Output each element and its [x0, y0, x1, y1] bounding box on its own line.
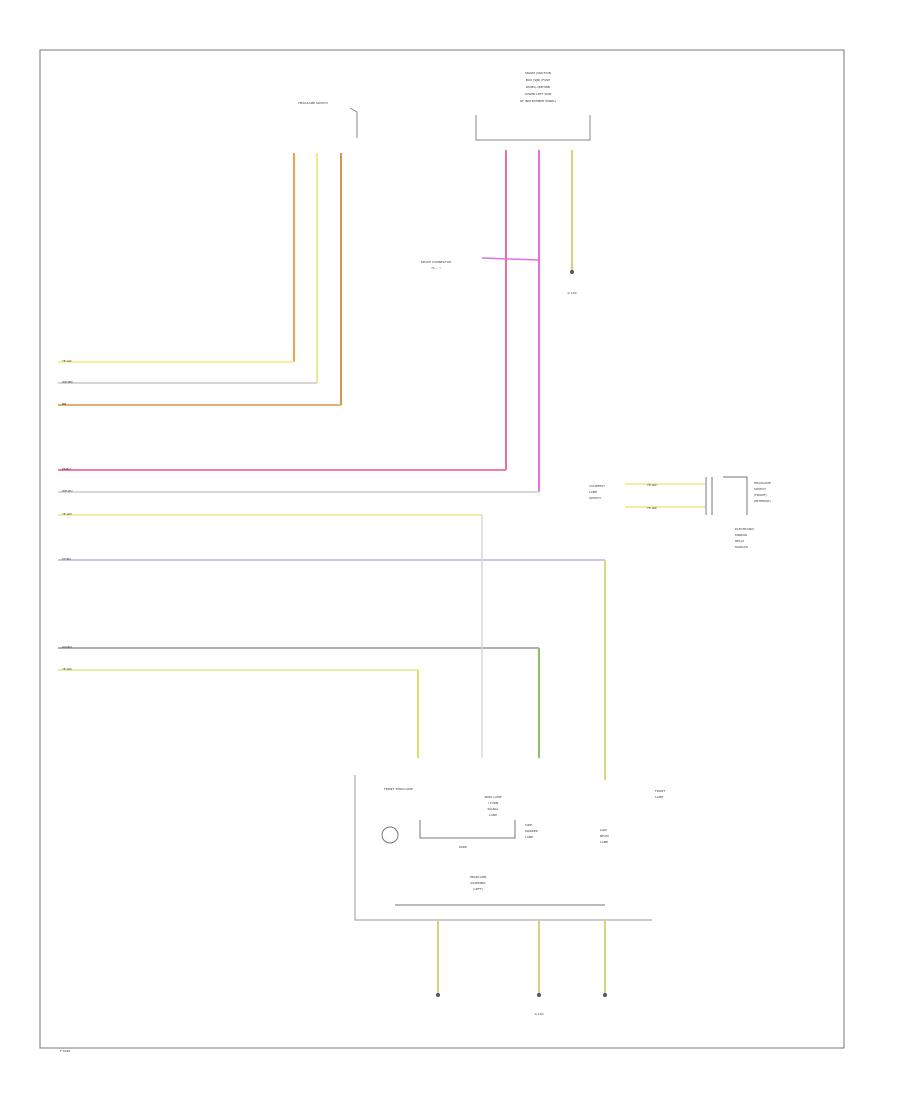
left-wire-label-8: GN-BU — [62, 645, 72, 649]
mirror-relay-3: RELAY — [735, 539, 745, 543]
mirror-relay-2: MIRROR — [735, 533, 747, 537]
front-lamp-title-1: FRONT — [655, 789, 665, 793]
low-beam-3: LAMP — [600, 840, 608, 844]
side-marker-3: LAMP — [525, 835, 533, 839]
headlamp-switch-right-2: SWITCH — [754, 487, 766, 491]
control-module: SMART JUNCTION BOX (SJB) (FUSE PANEL) (B… — [475, 71, 591, 141]
left-wire-bundle: YE-GN WH-BN BN PK-BU WH-BU YE-GN VT-BU G… — [58, 359, 605, 671]
left-wire-label-2: WH-BN — [62, 380, 73, 384]
front-lamp-title-2: LAMP — [655, 795, 663, 799]
left-wire-label-3: BN — [62, 402, 66, 406]
left-wire-label-7: VT-BU — [62, 557, 71, 561]
ground-label-bottom: G 100 — [534, 1012, 543, 1016]
mirror-relay-1: ELECTRONIC — [735, 527, 754, 531]
courtesy-label-2: LAMP — [589, 490, 597, 494]
left-wire-label-9: YE-GN — [62, 667, 72, 671]
control-module-line-4: LOWER LEFT SIDE — [525, 92, 552, 96]
left-wire-label-6: YE-GN — [62, 512, 72, 516]
bottom-grounds: G 100 — [436, 920, 607, 1016]
front-lamp-assembly: FRONT TURN LAMP PARK LAMP / TURN SIGNAL … — [354, 775, 665, 921]
park-label: PARK — [459, 845, 468, 849]
courtesy-lamp-switch: COURTESY LAMP SWITCH YE-GN YE-GN HEADLAM… — [589, 476, 771, 549]
park-lamp-1: PARK LAMP — [485, 795, 502, 799]
ground-label-top: G 100 — [567, 291, 576, 295]
mirror-relay-4: MODULE — [735, 545, 748, 549]
footer-code: F 0026 — [60, 1049, 70, 1053]
park-lamp-2: / TURN — [488, 801, 498, 805]
low-beam-2: BEAM — [600, 834, 609, 838]
courtesy-label-3: SWITCH — [589, 496, 601, 500]
headlamp-switch-right-4: (INTERIOR) — [754, 499, 771, 503]
splice-label-1: SPLICE CONNECTOR — [421, 260, 451, 264]
headlamp-switch-label: HEADLAMP SWITCH — [298, 101, 327, 105]
left-wire-label-4: PK-BU — [62, 467, 71, 471]
connector-label-2: YE-GN — [647, 506, 657, 510]
control-module-line-5: OF INSTRUMENT PANEL) — [520, 99, 556, 103]
headlamp-switch: HEADLAMP SWITCH — [298, 101, 358, 138]
connector-label-1: YE-GN — [647, 483, 657, 487]
headlamp-assembly-2: ASSEMBLY — [470, 881, 486, 885]
diagram-frame — [39, 49, 845, 1049]
splice-label-2: (S ... ) — [431, 266, 440, 270]
left-wire-label-1: YE-GN — [62, 359, 72, 363]
low-beam-1: LOW — [600, 828, 607, 832]
side-marker-1: SIDE — [525, 823, 532, 827]
lower-wires — [417, 515, 606, 780]
headlamp-switch-right-3: (FRONT) — [754, 493, 767, 497]
control-module-line-2: BOX (SJB) (FUSE — [526, 78, 550, 82]
park-lamp-3: SIGNAL — [487, 807, 498, 811]
front-turn-lamp-label: FRONT TURN LAMP — [384, 787, 413, 791]
park-lamp-4: LAMP — [489, 813, 497, 817]
headlamp-assembly-1: HEADLAMP — [470, 875, 487, 879]
control-module-line-3: PANEL) (BEHIND — [526, 85, 551, 89]
left-wire-label-5: WH-BU — [62, 489, 72, 493]
top-wires — [293, 150, 574, 492]
headlamp-assembly-3: (LEFT) — [473, 887, 482, 891]
control-module-line-1: SMART JUNCTION — [525, 71, 551, 75]
courtesy-label-1: COURTESY — [589, 484, 605, 488]
headlamp-switch-right-1: HEADLAMP — [754, 481, 771, 485]
side-marker-2: MARKER — [525, 829, 538, 833]
